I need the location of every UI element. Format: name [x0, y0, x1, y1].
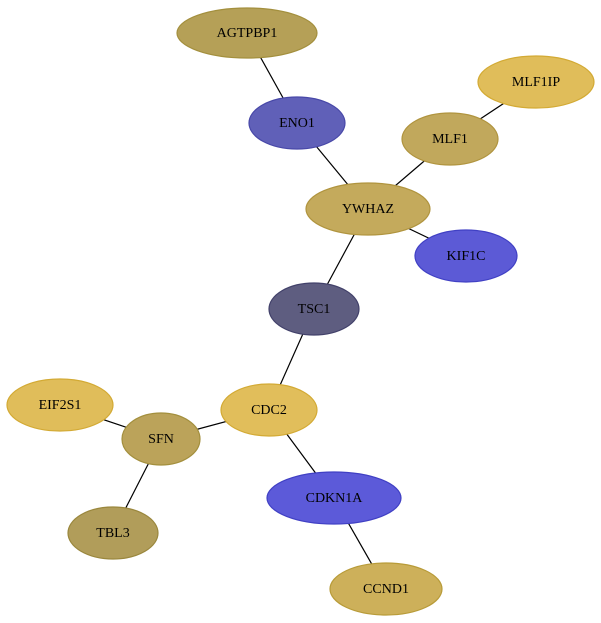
node-ellipse [6, 378, 114, 432]
node-label: CDKN1A [306, 491, 364, 506]
node-tsc1[interactable]: TSC1 [268, 282, 360, 336]
node-label: TBL3 [96, 526, 129, 541]
node-ellipse [220, 383, 318, 437]
node-label: TSC1 [298, 302, 331, 317]
node-ellipse [329, 562, 443, 616]
node-ellipse [401, 112, 499, 166]
node-mlf1ip[interactable]: MLF1IP [477, 55, 595, 109]
node-label: CDC2 [251, 403, 287, 418]
node-ccnd1[interactable]: CCND1 [329, 562, 443, 616]
node-label: MLF1IP [512, 75, 560, 90]
node-sfn[interactable]: SFN [121, 412, 201, 466]
node-ellipse [305, 182, 431, 236]
node-label: AGTPBP1 [217, 26, 278, 41]
node-label: KIF1C [447, 249, 486, 264]
node-ellipse [176, 7, 318, 59]
node-label: SFN [148, 432, 174, 447]
node-ellipse [268, 282, 360, 336]
node-ellipse [248, 96, 346, 150]
node-label: EIF2S1 [39, 398, 82, 413]
node-ellipse [414, 229, 518, 283]
node-label: MLF1 [432, 132, 468, 147]
node-mlf1[interactable]: MLF1 [401, 112, 499, 166]
node-label: YWHAZ [342, 202, 394, 217]
node-tbl3[interactable]: TBL3 [67, 506, 159, 560]
node-agtpbp1[interactable]: AGTPBP1 [176, 7, 318, 59]
node-kif1c[interactable]: KIF1C [414, 229, 518, 283]
node-ellipse [67, 506, 159, 560]
node-ellipse [266, 471, 402, 525]
node-cdc2[interactable]: CDC2 [220, 383, 318, 437]
node-ellipse [477, 55, 595, 109]
node-label: CCND1 [363, 582, 409, 597]
node-ywhaz[interactable]: YWHAZ [305, 182, 431, 236]
node-eno1[interactable]: ENO1 [248, 96, 346, 150]
node-eif2s1[interactable]: EIF2S1 [6, 378, 114, 432]
node-ellipse [121, 412, 201, 466]
node-cdkn1a[interactable]: CDKN1A [266, 471, 402, 525]
node-label: ENO1 [279, 116, 315, 131]
